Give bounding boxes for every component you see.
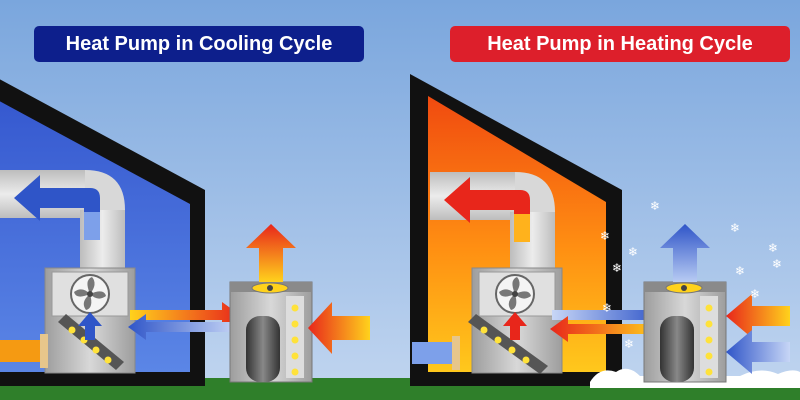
svg-text:❄: ❄ [772, 257, 782, 271]
cooling-intake-arrow [308, 302, 370, 354]
heating-intake-arrow-cool [726, 330, 790, 374]
heating-cycle-title: Heat Pump in Heating Cycle [450, 26, 790, 62]
snowflake-icon: ❄ ❄ ❄ ❄ ❄ ❄ ❄ ❄ ❄ ❄ ❄ [600, 199, 782, 351]
cooling-return-duct [0, 340, 48, 362]
svg-text:❄: ❄ [768, 241, 778, 255]
fan-icon [665, 282, 703, 294]
cooling-supply-arrow-tail [84, 212, 100, 240]
svg-text:❄: ❄ [730, 221, 740, 235]
cooling-line-to-indoor [128, 314, 238, 340]
heating-exhaust-arrow [660, 224, 710, 282]
heating-line-to-indoor [550, 316, 660, 342]
fan-icon [251, 282, 289, 294]
cooling-exhaust-arrow [246, 224, 296, 282]
cooling-line-to-outdoor [130, 302, 240, 328]
heating-outdoor-unit [643, 281, 727, 383]
heating-intake-arrow-warm [726, 294, 790, 338]
heating-unit-up-arrow [503, 312, 527, 340]
heating-supply-arrow-tail [514, 214, 530, 242]
heating-filter [452, 336, 460, 370]
cooling-indoor-unit [44, 267, 136, 374]
svg-text:❄: ❄ [735, 264, 745, 278]
svg-text:❄: ❄ [612, 261, 622, 275]
heating-line-to-outdoor [552, 302, 662, 328]
cooling-unit-up-arrow [78, 312, 102, 340]
heating-supply-arrow [444, 177, 530, 223]
svg-text:❄: ❄ [650, 199, 660, 213]
cooling-outdoor-unit [229, 281, 313, 383]
heating-return-duct [412, 342, 458, 364]
fan-icon [70, 274, 110, 314]
cooling-filter [40, 334, 48, 368]
svg-text:❄: ❄ [624, 337, 634, 351]
heating-indoor-coil [468, 314, 548, 374]
cooling-cycle-title: Heat Pump in Cooling Cycle [34, 26, 364, 62]
svg-text:❄: ❄ [628, 245, 638, 259]
svg-text:❄: ❄ [602, 301, 612, 315]
fan-icon [495, 274, 535, 314]
svg-text:❄: ❄ [750, 287, 760, 301]
cooling-supply-arrow [14, 175, 100, 221]
svg-text:❄: ❄ [600, 229, 610, 243]
